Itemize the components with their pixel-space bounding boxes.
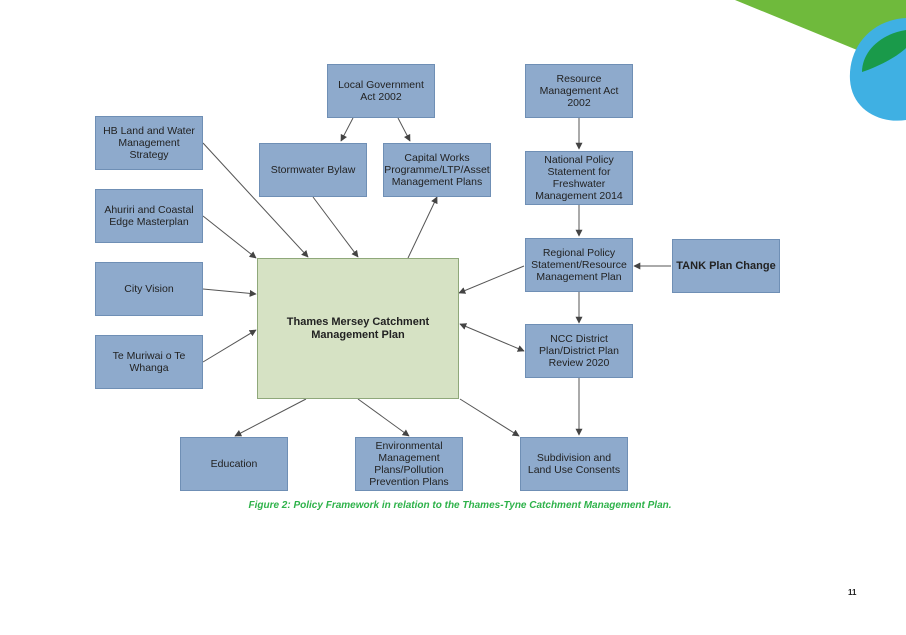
node-catchment-management-plan: Thames Mersey Catchment Management Plan xyxy=(257,258,459,399)
node-education: Education xyxy=(180,437,288,491)
arrow-center-env xyxy=(357,398,410,437)
arrow-rps-center xyxy=(458,265,525,294)
page-number: 11 xyxy=(848,588,857,597)
corner-decoration xyxy=(735,0,906,121)
node-tank-plan-change: TANK Plan Change xyxy=(672,239,780,293)
node-local-government-act: Local Government Act 2002 xyxy=(327,64,435,118)
node-stormwater-bylaw: Stormwater Bylaw xyxy=(259,143,367,197)
arrow-hb-center xyxy=(202,142,309,258)
arrow-storm-center xyxy=(312,196,359,258)
node-ncc-district-plan: NCC District Plan/District Plan Review 2… xyxy=(525,324,633,378)
node-subdivision-land-use: Subdivision and Land Use Consents xyxy=(520,437,628,491)
node-environmental-management-plans: Environmental Management Plans/Pollution… xyxy=(355,437,463,491)
arrow-ahuriri-center xyxy=(202,215,257,259)
arrow-center-ncc xyxy=(459,323,525,352)
arrow-temuriwai-center xyxy=(202,329,257,363)
node-te-muriwai: Te Muriwai o Te Whanga xyxy=(95,335,203,389)
node-national-policy-statement: National Policy Statement for Freshwater… xyxy=(525,151,633,205)
node-ahuriri-masterplan: Ahuriri and Coastal Edge Masterplan xyxy=(95,189,203,243)
figure-caption: Figure 2: Policy Framework in relation t… xyxy=(248,500,672,511)
arrow-center-capital xyxy=(407,196,438,259)
node-resource-management-act: Resource Management Act 2002 xyxy=(525,64,633,118)
node-capital-works: Capital Works Programme/LTP/Asset Manage… xyxy=(383,143,491,197)
node-hb-land-water-strategy: HB Land and Water Management Strategy xyxy=(95,116,203,170)
arrow-city-center xyxy=(202,288,257,297)
node-regional-policy-statement: Regional Policy Statement/Resource Manag… xyxy=(525,238,633,292)
node-city-vision: City Vision xyxy=(95,262,203,316)
arrow-lga-storm xyxy=(340,117,354,142)
arrow-lga-capital xyxy=(397,117,411,142)
arrow-center-education xyxy=(234,398,307,437)
arrow-center-subdiv xyxy=(459,398,520,437)
